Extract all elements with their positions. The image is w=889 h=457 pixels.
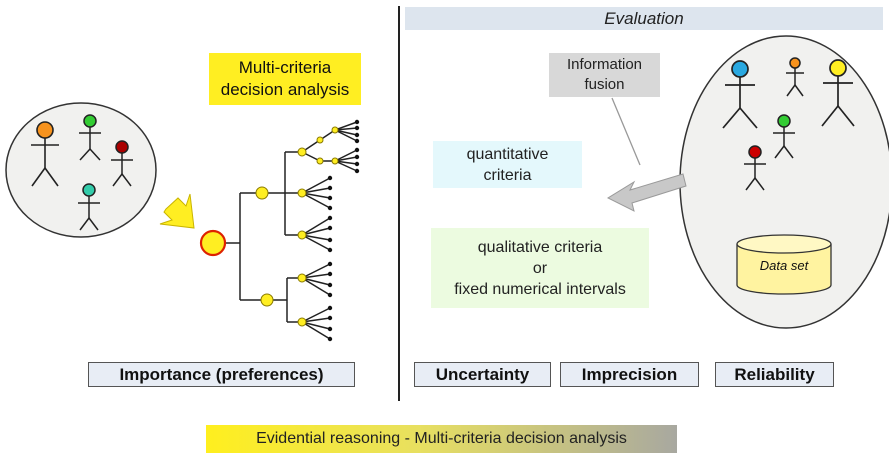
stick-figure-red-right (744, 145, 766, 191)
mcda-label: Multi-criteria decision analysis (209, 53, 361, 105)
fusion-pointer-line (611, 97, 641, 166)
stick-figure-red (111, 140, 133, 187)
tree-internal-nodes (255, 126, 339, 327)
stick-figure-green (79, 114, 101, 161)
stick-figure-orange-small (786, 57, 804, 97)
reliability-box: Reliability (715, 362, 834, 387)
stakeholders-ellipse (5, 102, 157, 238)
quantitative-criteria-label: quantitative criteria (433, 141, 582, 188)
tree-leaf-nodes (327, 119, 360, 342)
stick-figure-yellow (821, 59, 855, 127)
grey-fusion-arrow-icon (606, 173, 687, 212)
tree-root-node (199, 229, 227, 257)
qualitative-criteria-label: qualitative criteria or fixed numerical … (431, 228, 649, 308)
yellow-arrow-icon (159, 193, 195, 229)
stick-figure-teal (78, 183, 100, 231)
section-divider (398, 6, 400, 401)
stick-figure-orange (31, 121, 59, 187)
stick-figure-green-right (773, 114, 795, 159)
footer-title: Evidential reasoning - Multi-criteria de… (206, 425, 677, 453)
importance-box: Importance (preferences) (88, 362, 355, 387)
uncertainty-box: Uncertainty (414, 362, 551, 387)
stick-figure-blue (722, 60, 758, 129)
evaluation-header: Evaluation (405, 7, 883, 30)
imprecision-box: Imprecision (560, 362, 699, 387)
database-cylinder-icon (736, 234, 832, 295)
information-fusion-label: Information fusion (549, 53, 660, 97)
decision-tree (225, 121, 358, 340)
data-set-label: Data set (759, 258, 809, 273)
